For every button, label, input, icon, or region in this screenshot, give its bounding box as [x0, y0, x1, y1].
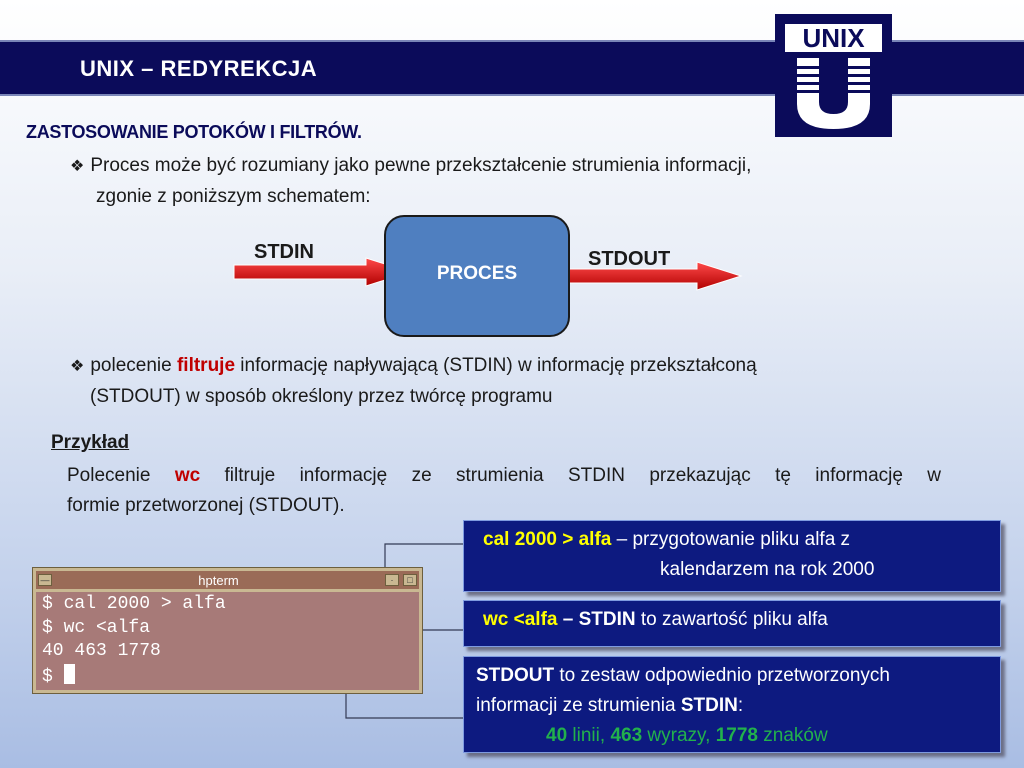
terminal-line-3: 40 463 1778 [42, 641, 161, 661]
terminal-screen[interactable] [36, 592, 419, 690]
bullet-filter-definition: ❖ polecenie filtruje informację napływają… [70, 351, 970, 412]
note3-stdout: STDOUT [476, 665, 555, 686]
bullet2-line2: (STDOUT) w sposób określony przez twórcę… [90, 386, 553, 407]
logo-text: UNIX [802, 23, 865, 53]
example-line2: formie przetworzonej (STDOUT). [67, 495, 345, 516]
note3-stdin: STDIN [680, 695, 738, 716]
example-heading: Przykład [51, 432, 130, 453]
unix-logo: UNIX [775, 14, 892, 137]
diamond-bullet-icon: ❖ [70, 358, 85, 375]
terminal-cursor [63, 664, 75, 684]
maximize-icon[interactable]: □ [403, 574, 417, 586]
note-cal-command: cal 2000 > alfa – przygotowanie pliku al… [463, 520, 1001, 592]
bullet1-line2: zgonie z poniższym schematem: [96, 186, 371, 207]
stdout-label: STDOUT [588, 248, 671, 270]
note2-dash: – [562, 609, 574, 630]
bullet2-highlight: filtruje [176, 355, 236, 376]
diamond-bullet-icon: ❖ [70, 158, 85, 175]
stdin-label: STDIN [254, 241, 314, 263]
note3-chars-word: znaków [757, 725, 828, 746]
example-line1-post: filtruje informację ze strumienia STDIN … [200, 465, 941, 486]
example-line1-pre: Polecenie [67, 465, 175, 486]
note2-command: wc <alfa [483, 609, 558, 630]
note3-lines-count: 40 [546, 725, 568, 746]
note3-text1: to zestaw odpowiednio przetworzonych [554, 665, 890, 686]
bullet-process-definition: ❖ Proces może być rozumiany jako pewne pr… [70, 151, 950, 212]
example-line1: Polecenie wc filtruje informację ze stru… [67, 461, 941, 491]
note3-text2: informacji ze strumienia [476, 695, 681, 716]
process-box: PROCES [384, 215, 570, 337]
note3-chars-count: 1778 [715, 725, 758, 746]
note3-words-word: wyrazy, [642, 725, 716, 746]
note-stdout-result: STDOUT to zestaw odpowiednio przetworzon… [463, 656, 1001, 753]
note2-text: to zawartość pliku alfa [635, 609, 828, 630]
terminal-line-1: $ cal 2000 > alfa [42, 594, 226, 614]
bullet1-line1: Proces może być rozumiany jako pewne prz… [90, 155, 752, 176]
bullet2-pre: polecenie [90, 355, 177, 376]
example-text: Polecenie wc filtruje informację ze stru… [67, 461, 941, 521]
note2-stdin: STDIN [578, 609, 636, 630]
slide-title: UNIX – REDYREKCJA [80, 56, 318, 81]
note3-words-count: 463 [610, 725, 643, 746]
section-heading: ZASTOSOWANIE POTOKÓW I FILTRÓW. [26, 122, 362, 142]
terminal-title: hpterm [198, 572, 239, 588]
minimize-icon[interactable]: · [385, 574, 399, 586]
note3-lines-word: linii, [567, 725, 611, 746]
note1-command: cal 2000 > alfa [483, 529, 612, 550]
window-menu-icon[interactable]: — [38, 574, 52, 586]
process-label: PROCES [436, 263, 518, 284]
example-command: wc [174, 465, 201, 486]
note1-text1: – przygotowanie pliku alfa z [611, 529, 851, 550]
note-wc-command: wc <alfa – STDIN to zawartość pliku alfa [463, 600, 1001, 647]
terminal-prompt: $ [42, 667, 64, 687]
terminal-titlebar[interactable]: — hpterm · □ [36, 571, 419, 589]
unix-logo-graphic: UNIX [775, 14, 892, 137]
note3-colon: : [737, 695, 744, 716]
terminal-line-4: $ [42, 664, 75, 687]
bullet2-post: informację napływającą (STDIN) w informa… [235, 355, 757, 376]
note1-text2: kalendarzem na rok 2000 [660, 559, 875, 580]
terminal-line-2: $ wc <alfa [42, 618, 151, 638]
